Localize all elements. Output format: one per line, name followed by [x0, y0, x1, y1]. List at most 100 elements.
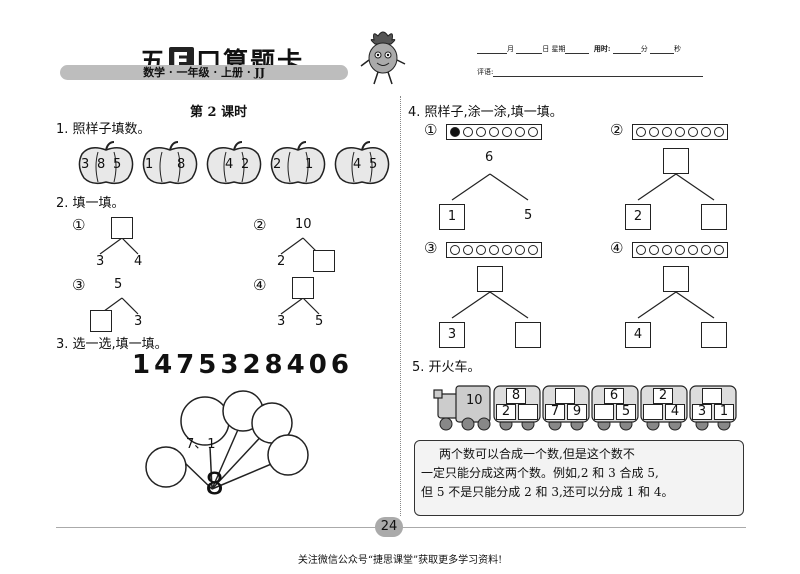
comment-blank[interactable]: [493, 67, 704, 77]
train-top-blank[interactable]: [555, 388, 575, 404]
second-blank[interactable]: [649, 44, 674, 54]
lesson-title: 第 2 课时: [190, 105, 248, 120]
tree-right-number: 3: [134, 314, 143, 329]
balloon-4: [267, 434, 309, 476]
dot-circle[interactable]: [502, 245, 512, 255]
dot-circle[interactable]: [701, 127, 711, 137]
tree-left-box[interactable]: 2: [625, 204, 651, 230]
tree-right-blank[interactable]: [701, 204, 727, 230]
train-left-number: 2: [496, 404, 516, 420]
dot-circle[interactable]: [714, 127, 724, 137]
subject-bar: 数学 · 一年级 · 上册 · JJ: [60, 65, 348, 80]
train-left-blank[interactable]: [594, 404, 614, 420]
dot-circle[interactable]: [662, 127, 672, 137]
train-top-number: 8: [506, 388, 526, 404]
item-marker: ④: [253, 276, 267, 294]
dot-strip: [446, 124, 542, 140]
dot-circle[interactable]: [688, 245, 698, 255]
tree-top-blank[interactable]: [111, 217, 133, 239]
balloon-5: [145, 446, 187, 488]
pepper-number: 4: [353, 157, 362, 172]
pepper-number: 1: [305, 157, 314, 172]
train-left-blank[interactable]: [643, 404, 663, 420]
rule-line-2: 一定只能分成这两个数。例如,2 和 3 合成 5,: [421, 466, 659, 480]
pepper-number: 4: [225, 157, 234, 172]
q2-tree-lines: [99, 237, 320, 315]
pepper-number: 2: [241, 157, 250, 172]
item-marker: ③: [424, 239, 438, 257]
item-marker: ①: [72, 216, 86, 234]
dot-circle[interactable]: [636, 127, 646, 137]
dot-circle[interactable]: [450, 127, 460, 137]
tree-top-blank[interactable]: [477, 266, 503, 292]
pepper-number: 3: [81, 157, 90, 172]
balloon-bunch: [145, 390, 309, 490]
q3-label: 3. 选一选,填一填。: [56, 337, 168, 352]
dot-circle[interactable]: [675, 245, 685, 255]
tree-left-number: 2: [277, 254, 286, 269]
q4-tree-lines: [451, 173, 715, 319]
tree-left-number: 3: [277, 314, 286, 329]
dot-circle[interactable]: [450, 245, 460, 255]
dot-circle[interactable]: [662, 245, 672, 255]
tree-left-box[interactable]: 3: [439, 322, 465, 348]
pepper-icon: [334, 141, 390, 185]
rule-line-1: 两个数可以合成一个数,但是这个数不: [439, 447, 635, 461]
day-blank[interactable]: [516, 44, 543, 54]
dot-circle[interactable]: [636, 245, 646, 255]
q5-label: 5. 开火车。: [412, 360, 481, 375]
date-time-line: 月 日 星期 用时: 分 秒: [477, 44, 681, 54]
pepper-number: 5: [113, 157, 122, 172]
tree-left-blank[interactable]: [90, 310, 112, 332]
dot-circle[interactable]: [463, 127, 473, 137]
minute-blank[interactable]: [612, 44, 641, 54]
dot-circle[interactable]: [515, 245, 525, 255]
dot-circle[interactable]: [502, 127, 512, 137]
week-blank[interactable]: [565, 44, 590, 54]
tree-left-box[interactable]: 1: [439, 204, 465, 230]
dot-circle[interactable]: [476, 245, 486, 255]
pepper-number: 8: [97, 157, 106, 172]
dot-circle[interactable]: [701, 245, 711, 255]
dot-strip: [632, 124, 728, 140]
digit-sequence: 1475328406: [132, 350, 353, 380]
tree-top-blank[interactable]: [292, 277, 314, 299]
engine-number: 10: [466, 393, 483, 408]
balloon-center-number: 8: [205, 467, 225, 502]
dot-circle[interactable]: [515, 127, 525, 137]
dot-circle[interactable]: [649, 245, 659, 255]
dot-circle[interactable]: [675, 127, 685, 137]
train-top-number: 2: [653, 388, 673, 404]
train-right-blank[interactable]: [518, 404, 538, 420]
column-divider: [400, 96, 401, 516]
dot-circle[interactable]: [714, 245, 724, 255]
tree-left-box[interactable]: 4: [625, 322, 651, 348]
dot-circle[interactable]: [688, 127, 698, 137]
pepper-icon: [78, 141, 134, 185]
tree-top-blank[interactable]: [663, 266, 689, 292]
dot-circle[interactable]: [463, 245, 473, 255]
tree-top-blank[interactable]: [663, 148, 689, 174]
dot-circle[interactable]: [649, 127, 659, 137]
dot-circle[interactable]: [489, 127, 499, 137]
balloon-example: 7、1: [186, 437, 216, 452]
pepper-icon: [270, 141, 326, 185]
dot-strip: [446, 242, 542, 258]
tree-right-number: 4: [134, 254, 143, 269]
tree-right-blank[interactable]: [515, 322, 541, 348]
train-left-number: 7: [545, 404, 565, 420]
item-marker: ①: [424, 121, 438, 139]
dot-circle[interactable]: [489, 245, 499, 255]
dot-circle[interactable]: [528, 245, 538, 255]
rule-explanation: 两个数可以合成一个数,但是这个数不 一定只能分成这两个数。例如,2 和 3 合成…: [414, 440, 744, 516]
tree-right-blank[interactable]: [313, 250, 335, 272]
month-blank[interactable]: [477, 44, 507, 54]
train-top-blank[interactable]: [702, 388, 722, 404]
dot-circle[interactable]: [476, 127, 486, 137]
pepper-icon: [142, 141, 198, 185]
dot-circle[interactable]: [528, 127, 538, 137]
item-marker: ②: [253, 216, 267, 234]
q2-label: 2. 填一填。: [56, 196, 125, 211]
rule-line-3: 但 5 不是只能分成 2 和 3,还可以分成 1 和 4。: [421, 485, 674, 499]
tree-right-blank[interactable]: [701, 322, 727, 348]
